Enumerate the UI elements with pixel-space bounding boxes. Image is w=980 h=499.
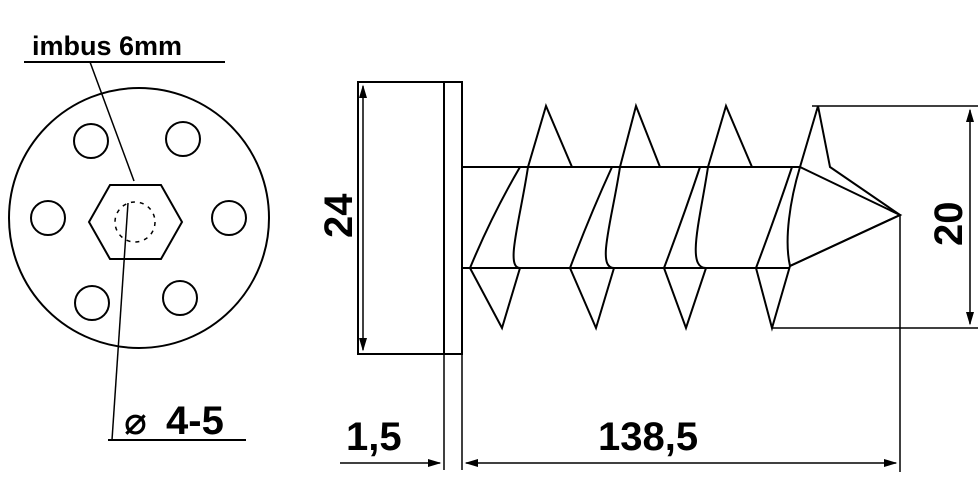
flange-plate: [443, 81, 463, 355]
side-view: [340, 81, 978, 472]
imbus-label: imbus 6mm: [32, 31, 182, 61]
hole-4: [211, 200, 247, 236]
top-view: [8, 61, 270, 441]
hole-2: [165, 121, 201, 157]
head-body: [357, 81, 445, 355]
cone-curve: [786, 166, 801, 267]
leader-hole: [111, 202, 129, 441]
thread-diameter-label: 20: [927, 202, 971, 247]
diameter-symbol: ⌀: [124, 401, 147, 443]
hole-diameter-label: 4-5: [166, 399, 224, 443]
shank-length-label: 138,5: [598, 415, 698, 459]
hole-3: [30, 200, 66, 236]
head-diameter-label: 24: [317, 193, 361, 238]
hole-1: [73, 123, 109, 159]
hole-6: [162, 280, 198, 316]
leader-imbus: [89, 61, 135, 182]
thread-outline: [461, 102, 903, 332]
head-thickness-label: 1,5: [346, 415, 402, 459]
hole-5: [74, 285, 110, 321]
hex-socket: [87, 184, 184, 260]
thread-helix: [469, 166, 793, 269]
hex-center-dashed: [114, 201, 156, 243]
